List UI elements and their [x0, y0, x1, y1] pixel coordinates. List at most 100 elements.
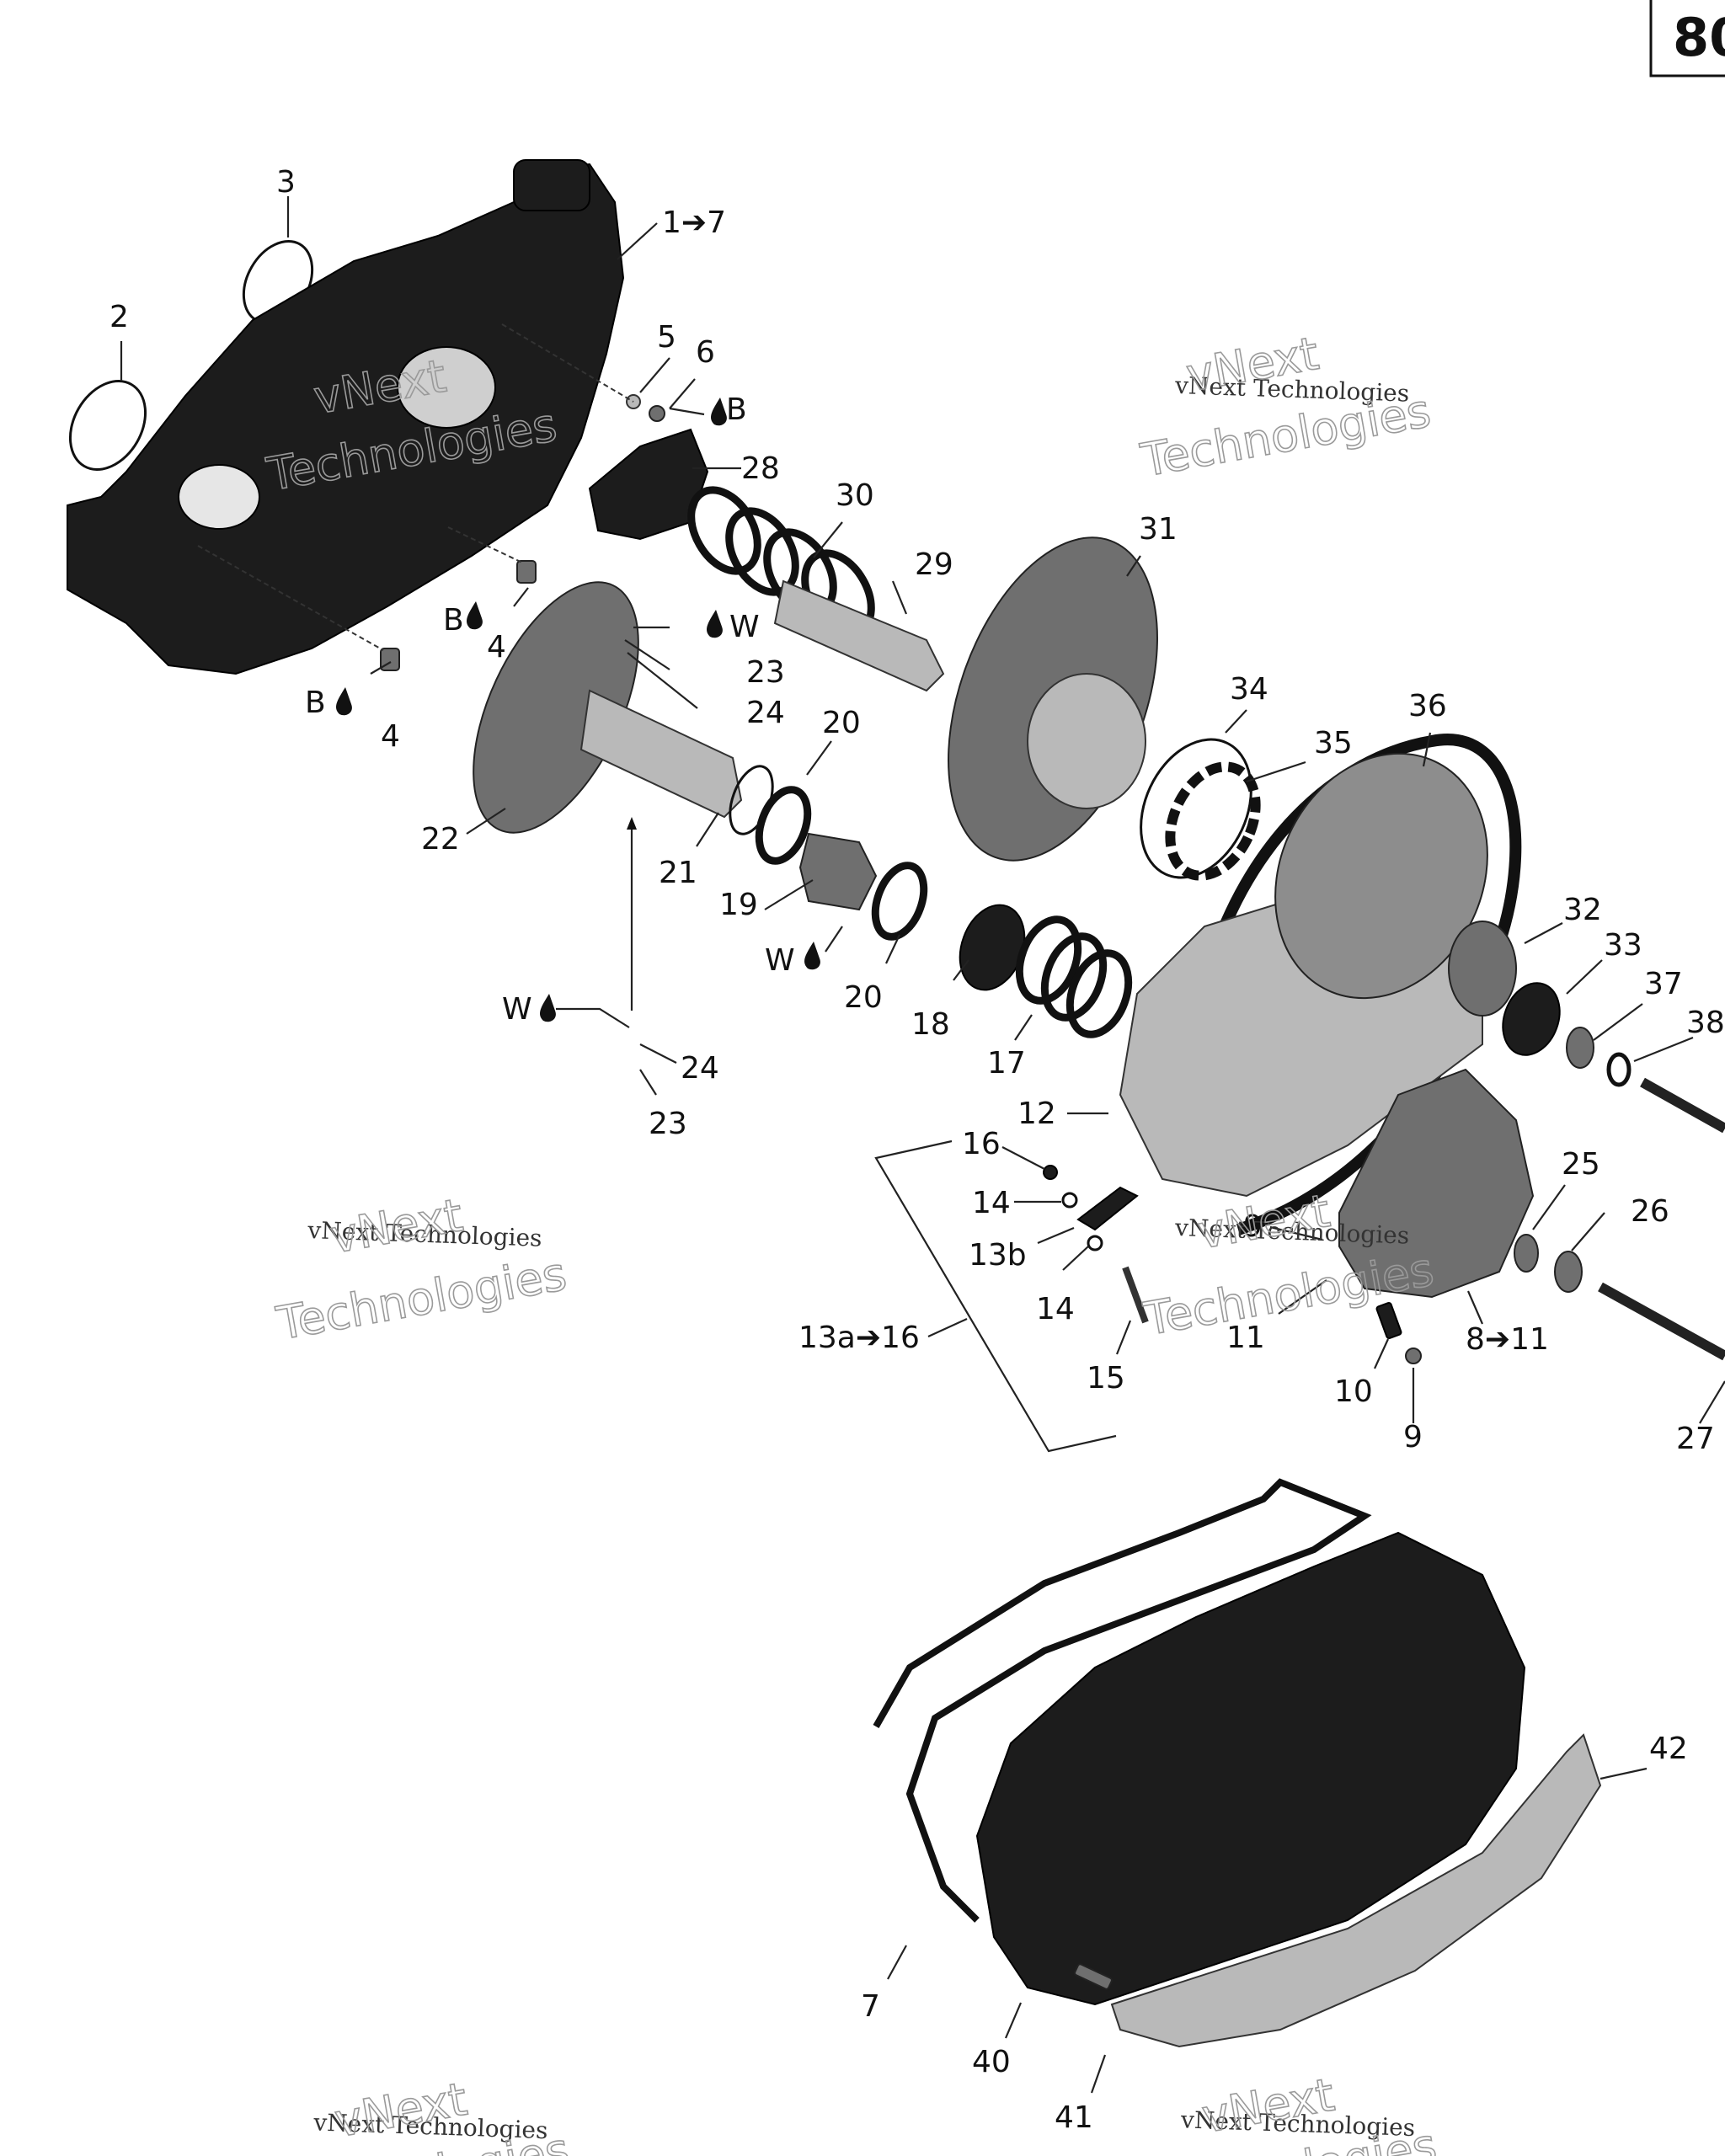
callout-4a: 4: [487, 630, 506, 664]
washer-14b: [1087, 1235, 1103, 1251]
callout-32: 32: [1563, 893, 1602, 927]
callout-w-2: W: [765, 943, 795, 978]
ring-34: [1140, 738, 1252, 879]
callout-19: 19: [719, 888, 758, 922]
shaft-29: [773, 579, 945, 692]
washer-38: [1606, 1052, 1632, 1087]
callout-8-11: 8➔11: [1466, 1322, 1549, 1357]
callout-27: 27: [1676, 1422, 1715, 1456]
bolt-38-shaft: [1640, 1077, 1725, 1134]
callout-28: 28: [741, 451, 780, 486]
cam-8-11: [1338, 1068, 1535, 1299]
watermark-top-right: vNext Technologies vNext Technologies: [1136, 326, 1435, 488]
callout-37: 37: [1644, 967, 1683, 1001]
callout-41: 41: [1055, 2100, 1093, 2135]
screw-15: [1122, 1266, 1149, 1324]
callout-b-2: B: [305, 686, 326, 720]
screw-6: [649, 405, 665, 422]
nut-9: [1405, 1348, 1422, 1364]
callout-21: 21: [659, 856, 697, 890]
movable-sheave-31: [948, 536, 1158, 862]
svg-text:vNext: vNext: [327, 1188, 467, 1263]
washer-25: [1514, 1234, 1539, 1273]
washer-37: [1566, 1027, 1594, 1069]
rollers-35: [1165, 761, 1261, 881]
callout-14a: 14: [972, 1186, 1011, 1220]
callout-29: 29: [915, 547, 953, 582]
callout-17: 17: [987, 1046, 1026, 1081]
watermark-bottom-left: vNext Technologies vNext Technologies: [275, 2072, 574, 2156]
callout-38: 38: [1686, 1006, 1725, 1040]
outer-cover-40: [975, 1531, 1526, 2006]
leader-lines: [120, 196, 1725, 2094]
callout-w-1: W: [729, 610, 760, 644]
clip-13b: [1076, 1186, 1139, 1231]
callout-11: 11: [1226, 1321, 1265, 1355]
callout-31: 31: [1139, 512, 1178, 547]
screw-10: [1375, 1301, 1402, 1340]
callout-b-1: B: [443, 603, 464, 638]
callout-35: 35: [1314, 726, 1353, 760]
bolt-27: [1598, 1282, 1725, 1361]
svg-text:vNext: vNext: [1194, 1184, 1333, 1259]
page-number-box: 80: [1649, 0, 1725, 77]
inner-cover: [67, 159, 625, 675]
callout-w-3: W: [502, 992, 532, 1027]
callout-3: 3: [276, 165, 296, 200]
driven-pulley-12: [1119, 752, 1517, 1198]
callout-22: 22: [421, 822, 460, 857]
callout-4b: 4: [381, 719, 400, 754]
o-ring-2: [68, 380, 147, 471]
callout-24a: 24: [746, 696, 785, 730]
callout-5: 5: [657, 320, 676, 355]
washer-26: [1554, 1251, 1583, 1293]
callout-20a: 20: [822, 706, 861, 740]
callout-23b: 23: [649, 1107, 687, 1141]
callout-16: 16: [962, 1127, 1001, 1161]
callout-42: 42: [1649, 1732, 1688, 1766]
page-number: 80: [1673, 7, 1725, 68]
fixed-sheave-22: [473, 581, 743, 834]
callout-14b: 14: [1036, 1292, 1075, 1326]
svg-text:Technologies: Technologies: [272, 1247, 570, 1350]
callout-9a: 9: [1243, 1209, 1263, 1244]
bushing-19: [798, 832, 878, 911]
watermark-bottom-right: vNext Technologies vNext Technologies: [1142, 2068, 1441, 2156]
spring-17: [1015, 915, 1133, 1038]
callout-1-7: 1➔7: [662, 205, 726, 240]
callout-labels: 3 2 1➔7 5 6 B 28 30 29 31 B 4 W 23 24 B …: [109, 165, 1725, 2135]
washer-20a: [755, 786, 812, 865]
shield-42: [1110, 1733, 1602, 2048]
callout-30: 30: [836, 478, 874, 513]
callout-2: 2: [109, 300, 129, 334]
callout-10: 10: [1334, 1374, 1373, 1409]
callout-6-b: B: [726, 392, 747, 427]
callout-15: 15: [1087, 1361, 1125, 1396]
washer-14a: [1061, 1192, 1078, 1209]
callout-34: 34: [1230, 672, 1268, 707]
callout-26: 26: [1631, 1194, 1669, 1229]
callout-18: 18: [911, 1007, 950, 1042]
bearing-33: [1502, 982, 1561, 1056]
washer-20b: [871, 862, 928, 941]
callout-6: 6: [696, 335, 715, 370]
screw-41: [1074, 1963, 1113, 1990]
gasket-7: [873, 1478, 1372, 1923]
lubricant-drop-icon: [336, 398, 820, 1022]
callout-36: 36: [1408, 689, 1447, 723]
nut-16: [1043, 1165, 1058, 1180]
screw-4a: [516, 560, 537, 584]
callout-13a-16: 13a➔16: [798, 1321, 920, 1355]
callout-40: 40: [972, 2045, 1011, 2079]
watermark-mid-left: vNext Technologies vNext Technologies: [272, 1187, 571, 1351]
callout-7: 7: [861, 1989, 880, 2024]
callout-12: 12: [1017, 1097, 1056, 1131]
callout-9b: 9: [1403, 1420, 1423, 1454]
callout-24b: 24: [681, 1051, 719, 1086]
callout-13b: 13b: [969, 1238, 1027, 1273]
callout-33: 33: [1604, 928, 1642, 963]
callout-25: 25: [1562, 1147, 1600, 1182]
callout-20b: 20: [844, 980, 883, 1015]
callout-23a: 23: [746, 655, 785, 690]
